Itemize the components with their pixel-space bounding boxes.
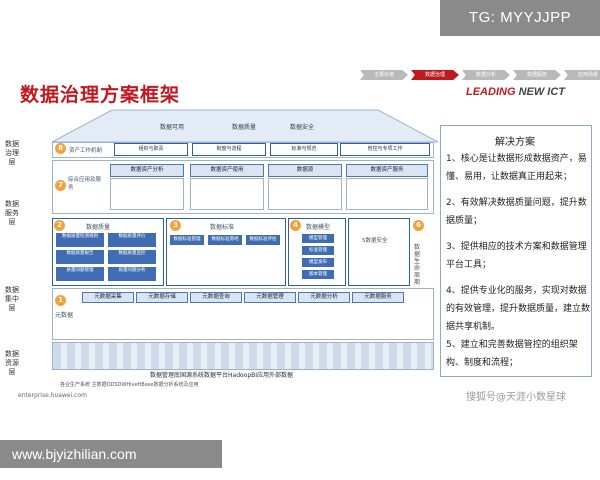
resource-subcaption: 各业生产系统 主数据ODSDWHiveHBase数据分析系统及应用 — [60, 382, 199, 388]
solution-point-1: 1、核心是让数据形成数据资产，易懂、易用，让数据真正用起来； — [446, 154, 587, 182]
box-asset-analysis: 数据资产分析 — [110, 164, 184, 177]
box-asset-use: 数据资产使用 — [190, 164, 264, 177]
badge-8: 8 — [55, 143, 66, 154]
sohu-watermark: 搜狐号@天涯小数星球 — [466, 392, 566, 403]
detail-data-source — [268, 178, 342, 210]
lifecycle-label: 数据生命周期 — [414, 244, 421, 286]
roof-word-security: 数据安全 — [290, 124, 315, 131]
badge-1: 1 — [55, 295, 66, 306]
box-control-work: 管控与专项工作 — [340, 143, 430, 156]
meta-col-3: 元数据查询 — [190, 292, 242, 303]
meta-col-4: 元数据管理 — [244, 292, 296, 303]
side-label-governance: 数据治理层 — [5, 140, 19, 166]
meta-col-6: 元数据服务 — [352, 292, 404, 303]
panel-data-security — [348, 218, 410, 286]
page-title: 数据治理方案框架 — [20, 84, 181, 106]
dq-item-1: 数据质量检测规则 — [56, 233, 104, 247]
box-asset-service: 数据资产服务 — [346, 164, 428, 177]
step-5: 应用场景 — [564, 70, 600, 80]
box-policy-process: 制度与流程 — [192, 143, 266, 156]
box-org-duty: 组织与职责 — [114, 143, 188, 156]
meta-col-5: 元数据分析 — [298, 292, 350, 303]
detail-asset-use — [190, 178, 264, 210]
roof-word-usable: 数据可用 — [160, 124, 185, 131]
ds-item-3: 数据标准评估 — [246, 235, 280, 245]
dm-item-1: 模型管理 — [302, 234, 334, 243]
row4-label: 元数据 — [55, 312, 74, 319]
watermark-banner: TG: MYYJJPP — [440, 0, 600, 36]
badge-7: 7 — [55, 180, 66, 191]
meta-col-1: 元数据采集 — [82, 292, 134, 303]
dq-item-5: 质量问题管理 — [56, 267, 104, 281]
solution-point-5: 5、建立和完善数据管控的组织架构、制度和流程； — [446, 340, 578, 368]
dq-item-6: 质量问题分析 — [108, 267, 156, 281]
detail-asset-service — [346, 178, 428, 210]
ds-item-1: 数据标准管理 — [170, 235, 204, 245]
badge-6: 6 — [413, 220, 424, 231]
row1-label: 资产工作机制 — [69, 148, 103, 154]
detail-asset-analysis — [110, 178, 184, 210]
step-bar: 主要价值 数据治理 数据分析 数据服务 应用场景 — [360, 70, 600, 82]
solution-title: 解决方案 — [495, 137, 535, 148]
badge-3: 3 — [170, 220, 181, 231]
side-label-centralize: 数据集中层 — [5, 286, 19, 312]
dm-item-2: 标准管理 — [302, 246, 334, 255]
badge-2: 2 — [54, 220, 65, 231]
step-2: 数据治理 — [411, 70, 459, 80]
solution-point-3: 3、提供相应的技术方案和数据管理平台工具； — [446, 242, 587, 270]
sec-title: 5数据安全 — [362, 238, 388, 244]
solution-point-2: 2、有效解决数据质量问题，提升数据质量； — [446, 198, 587, 226]
solution-box — [440, 125, 592, 377]
dm-item-4: 版本管理 — [302, 270, 334, 279]
box-data-source: 数据源 — [268, 164, 342, 177]
brand-text-b: NEW ICT — [518, 86, 566, 98]
badge-4: 4 — [290, 220, 301, 231]
dq-item-4: 数据质量监控 — [108, 250, 156, 264]
website-banner: www.bjyizhilian.com — [0, 440, 222, 468]
box-standard-spec: 标准与规范 — [270, 143, 338, 156]
side-label-resource: 数据资源层 — [5, 350, 19, 376]
resource-strip — [52, 342, 434, 370]
roof-word-quality: 数据质量 — [232, 124, 257, 131]
ds-item-2: 数据标准落地 — [208, 235, 242, 245]
source-url: enterprise.huawei.com — [18, 392, 87, 399]
dq-item-3: 数据质量报告 — [56, 250, 104, 264]
step-1: 主要价值 — [360, 70, 408, 80]
dq-title: 数据质量 — [86, 224, 111, 231]
dq-item-2: 数据质量评价 — [108, 233, 156, 247]
dm-item-3: 模型发布 — [302, 258, 334, 267]
dm-title: 数据模型 — [306, 224, 331, 231]
panel-data-standard — [166, 218, 286, 286]
step-3: 数据分析 — [462, 70, 510, 80]
meta-col-2: 元数据存储 — [136, 292, 188, 303]
ds-title: 数据标准 — [210, 224, 235, 231]
brand-logo: LEADING NEW ICT — [466, 86, 565, 98]
brand-text-a: LEADING — [466, 86, 519, 98]
row2-label: 综合应用及服务 — [68, 177, 102, 191]
solution-point-4: 4、提供专业化的服务，实现对数据的有效管理，提升数据质量，建立数据共享机制。 — [446, 286, 591, 332]
side-label-service: 数据服务层 — [5, 200, 19, 226]
resource-caption: 数据管理底国源系统数据平台HadoopBI应用外部数据 — [150, 372, 294, 379]
step-4: 数据服务 — [513, 70, 561, 80]
